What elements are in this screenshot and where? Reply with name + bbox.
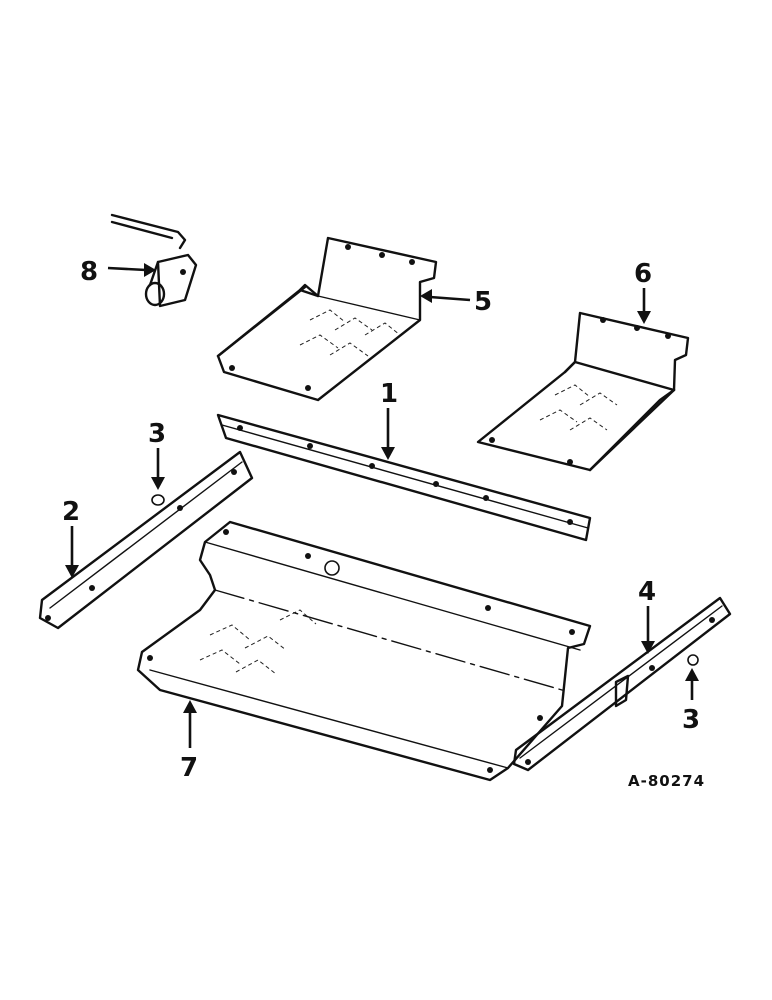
callout-6: 6 bbox=[634, 259, 652, 289]
callout-2: 2 bbox=[62, 497, 80, 527]
part-7-floor-plate bbox=[136, 520, 592, 782]
part-4-angle-bar bbox=[512, 596, 732, 772]
leader-arrows bbox=[65, 263, 699, 748]
part-2-angle-bar bbox=[38, 450, 254, 630]
part-8-latch bbox=[110, 213, 198, 308]
callout-4: 4 bbox=[638, 577, 656, 607]
callout-1: 1 bbox=[380, 379, 398, 409]
part-5-step-plate bbox=[216, 236, 438, 402]
callout-3-lower: 3 bbox=[682, 705, 700, 735]
callout-7: 7 bbox=[180, 753, 198, 783]
part-3-bolt-upper bbox=[151, 494, 165, 506]
part-3-bolt-lower bbox=[687, 654, 699, 666]
drawing-number: A-80274 bbox=[628, 772, 705, 790]
part-6-step-plate bbox=[476, 311, 690, 472]
callout-5: 5 bbox=[474, 287, 492, 317]
callout-3-upper: 3 bbox=[148, 419, 166, 449]
part-1-angle-bar bbox=[216, 413, 592, 542]
callout-8: 8 bbox=[80, 257, 98, 287]
